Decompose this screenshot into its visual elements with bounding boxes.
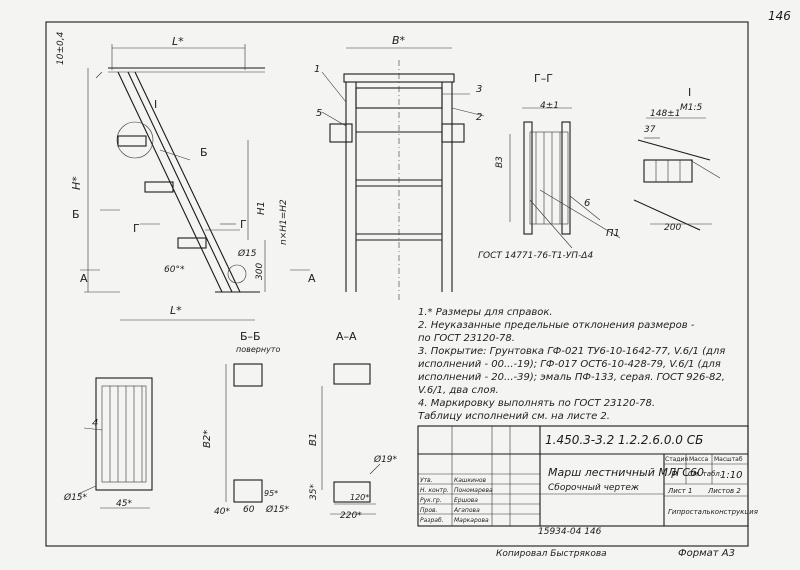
note-line: 4. Маркировку выполнять по ГОСТ 23120-78… xyxy=(418,398,656,409)
note-line: по ГОСТ 23120-78. xyxy=(418,333,515,344)
copied-by: Копировал Быстрякова xyxy=(496,549,607,559)
dim-B1: В1 xyxy=(308,433,319,446)
title-block xyxy=(417,425,749,527)
note-line: исполнений - 20...-39); эмаль ПФ-133, се… xyxy=(418,372,725,383)
pos-4: 4 xyxy=(92,418,98,429)
pos-3: 3 xyxy=(476,84,482,95)
dim-60: 60 xyxy=(243,505,255,515)
dim-H: H* xyxy=(70,176,83,190)
dim-L-bottom: L* xyxy=(170,304,182,317)
role-1: Утв. xyxy=(420,477,433,484)
stage-value: Р xyxy=(671,470,678,481)
section-G-mark-right: Г xyxy=(240,218,247,231)
dim-top: 10±0,4 xyxy=(56,31,66,65)
dim-95: 95* xyxy=(264,489,278,498)
organization: Гипростальконструкция xyxy=(668,508,758,516)
section-GG-view xyxy=(509,107,621,249)
detail-I-view xyxy=(633,117,721,231)
section-BB-subtitle: повернуто xyxy=(236,345,280,354)
dim-300: 300 xyxy=(255,263,265,280)
mass-header: Масса xyxy=(689,456,708,463)
section-BB-view xyxy=(77,377,153,509)
section-AA-title: А–А xyxy=(336,330,357,343)
label-P1: П1 xyxy=(606,228,620,239)
section-BB-45: 45* xyxy=(116,499,132,509)
pos-2: 2 xyxy=(476,112,482,123)
note-line: 3. Покрытие: Грунтовка ГФ-021 ТУ6-10-164… xyxy=(418,346,726,357)
dim-40: 40* xyxy=(214,507,230,517)
front-view xyxy=(321,47,485,300)
section-BB-title: Б–Б xyxy=(240,330,261,343)
dim-phi15: Ø15 xyxy=(237,248,257,259)
roles-column: Утв. Н. контр. Рук.гр. Пров. Разраб. Каш… xyxy=(420,477,493,524)
dim-B: В* xyxy=(392,34,406,47)
dim-n: n×H1=H2 xyxy=(279,199,289,245)
angle-label: 60°* xyxy=(164,265,185,275)
archive-number: 15934-04 146 xyxy=(538,527,602,537)
note-line: Таблицу исполнений см. на листе 2. xyxy=(418,411,610,422)
name-1: Кашкинов xyxy=(454,477,487,484)
section-BB-phi15: Ø15* xyxy=(63,492,88,503)
section-AA-phi15: Ø15* xyxy=(265,504,290,515)
side-view xyxy=(80,44,310,321)
detail-I-scale: М1:5 xyxy=(680,103,703,113)
dim-L-top: L* xyxy=(172,35,184,48)
detail-I-200: 200 xyxy=(664,223,681,233)
pos-5: 5 xyxy=(316,108,322,119)
name-5: Маркарова xyxy=(454,517,489,524)
section-G-mark-left: Г xyxy=(133,222,140,235)
name-3: Ершова xyxy=(454,497,478,504)
gost-weld: ГОСТ 14771-76-Т1-УП-Δ4 xyxy=(478,251,593,261)
note-line: V.6/1, два слоя. xyxy=(418,385,499,396)
dim-120: 120* xyxy=(350,493,369,502)
detail-I-148: 148±1 xyxy=(650,109,680,119)
section-AA-view xyxy=(225,363,381,515)
name-2: Пономарева xyxy=(454,487,493,494)
mass-value: См. табл. xyxy=(688,470,722,478)
sheet-value: Лист 1 xyxy=(667,487,692,495)
section-GG-dim: 4±1 xyxy=(540,101,559,111)
role-3: Рук.гр. xyxy=(420,497,442,504)
general-notes: 1.* Размеры для справок. 2. Неуказанные … xyxy=(418,306,778,423)
page-number: 146 xyxy=(768,9,791,23)
sheets-value: Листов 2 xyxy=(707,487,741,495)
note-line: 2. Неуказанные предельные отклонения раз… xyxy=(418,320,695,331)
section-GG-title: Г–Г xyxy=(534,72,553,85)
sheet-frame xyxy=(45,21,749,547)
role-4: Пров. xyxy=(420,507,438,514)
dim-220: 220* xyxy=(340,511,362,521)
section-B-mark: Б xyxy=(200,146,208,159)
stage-header: Стадия xyxy=(665,456,688,463)
name-4: Агапова xyxy=(453,507,480,514)
section-A-mark-left: А xyxy=(80,272,88,285)
pos-1: 1 xyxy=(314,64,320,75)
role-5: Разраб. xyxy=(420,517,444,524)
section-B-mark-left: Б xyxy=(72,208,80,221)
detail-I-37: 37 xyxy=(644,125,656,135)
dim-phi19: Ø19* xyxy=(373,454,398,465)
section-A-mark-right: А xyxy=(308,272,316,285)
dim-35: 35* xyxy=(309,484,319,500)
format-label: Формат А3 xyxy=(678,548,735,559)
callout-I: I xyxy=(154,98,157,111)
role-2: Н. контр. xyxy=(420,487,449,494)
dim-H1: H1 xyxy=(256,201,267,215)
section-GG-B3: В3 xyxy=(495,156,505,168)
pos-6: 6 xyxy=(584,198,590,209)
scale-value: 1:10 xyxy=(720,470,742,481)
doc-code: 1.450.3-3.2 1.2.2.6.0.0 СБ xyxy=(545,433,703,447)
note-line: исполнений - 00...-19); ГФ-017 ОСТ6-10-4… xyxy=(418,359,721,370)
detail-I-title: I xyxy=(688,86,691,99)
doc-type: Сборочный чертеж xyxy=(548,483,640,493)
dim-B2: В2* xyxy=(202,430,213,448)
scale-header: Масштаб xyxy=(714,456,743,463)
note-line: 1.* Размеры для справок. xyxy=(418,307,553,318)
part-name: Марш лестничный МЛГС60 xyxy=(548,466,704,479)
